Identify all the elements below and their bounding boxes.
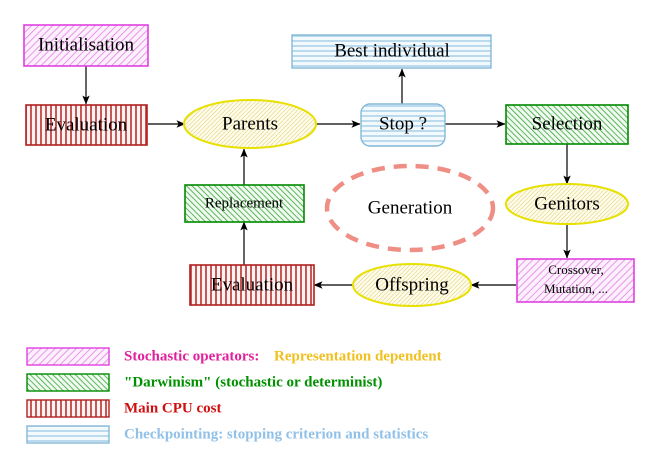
legend-label-main-cpu-cost: Main CPU cost <box>124 400 222 416</box>
legend-swatch-blue-horizontal-hatch <box>26 425 110 444</box>
offspring-label: Offspring <box>375 274 449 295</box>
node-evaluation-bottom[interactable]: Evaluation <box>189 264 315 306</box>
stop-box[interactable] <box>360 103 446 147</box>
node-offspring[interactable]: Offspring <box>352 263 472 307</box>
legend-label-darwinism: "Darwinism" (stochastic or determinist) <box>124 374 382 390</box>
node-replacement[interactable]: Replacement <box>184 184 305 223</box>
crossover-label-line1: Crossover, <box>548 262 603 277</box>
legend-label-checkpointing: Checkpointing: stopping criterion and st… <box>124 426 428 442</box>
legend-swatch-magenta-diagonal-hatch <box>26 347 110 366</box>
legend-swatch-red-vertical-hatch <box>26 399 110 418</box>
legend-label-stochastic-operators: Stochastic operators: <box>124 348 259 364</box>
legend-label-representation-dependent: Representation dependent <box>274 348 442 364</box>
node-stop[interactable]: Stop ? <box>360 103 446 147</box>
generation-label: Generation <box>368 197 453 218</box>
parents-ellipse[interactable] <box>183 99 317 149</box>
crossover-mutation-box[interactable] <box>516 258 635 303</box>
replacement-box[interactable] <box>184 184 305 223</box>
evaluation-bottom-label: Evaluation <box>211 274 294 295</box>
selection-label: Selection <box>532 113 603 134</box>
best-individual-label: Best individual <box>334 40 450 61</box>
legend: Stochastic operators: Representation dep… <box>26 347 442 444</box>
node-best-individual[interactable]: Best individual <box>291 34 492 69</box>
crossover-label-line2: Mutation, ... <box>544 281 608 296</box>
initialisation-label: Initialisation <box>38 34 135 55</box>
evaluation-bottom-box[interactable] <box>189 264 315 306</box>
genitors-label: Genitors <box>534 193 599 214</box>
evaluation-top-label: Evaluation <box>45 114 128 135</box>
node-evaluation-top[interactable]: Evaluation <box>25 104 148 146</box>
genitors-ellipse[interactable] <box>505 183 629 225</box>
offspring-ellipse[interactable] <box>352 263 472 307</box>
node-generation: Generation <box>324 163 496 253</box>
node-genitors[interactable]: Genitors <box>505 183 629 225</box>
node-parents[interactable]: Parents <box>183 99 317 149</box>
node-initialisation[interactable]: Initialisation <box>23 24 149 67</box>
replacement-label: Replacement <box>205 195 284 211</box>
node-crossover-mutation[interactable]: Crossover, Mutation, ... <box>516 258 635 303</box>
node-selection[interactable]: Selection <box>505 104 629 145</box>
legend-row-checkpointing: Checkpointing: stopping criterion and st… <box>26 425 428 444</box>
edge-group <box>82 66 571 289</box>
evaluation-top-box[interactable] <box>25 104 148 146</box>
generation-dashed-ellipse <box>324 163 496 253</box>
parents-label: Parents <box>222 113 278 134</box>
legend-swatch-green-backdiagonal-hatch <box>26 373 110 392</box>
stop-label: Stop ? <box>379 113 427 134</box>
legend-row-stochastic-operators: Stochastic operators: Representation dep… <box>26 347 442 366</box>
legend-row-darwinism: "Darwinism" (stochastic or determinist) <box>26 373 382 392</box>
best-individual-box[interactable] <box>291 34 492 69</box>
initialisation-box[interactable] <box>23 24 149 67</box>
legend-row-main-cpu-cost: Main CPU cost <box>26 399 222 418</box>
selection-box[interactable] <box>505 104 629 145</box>
